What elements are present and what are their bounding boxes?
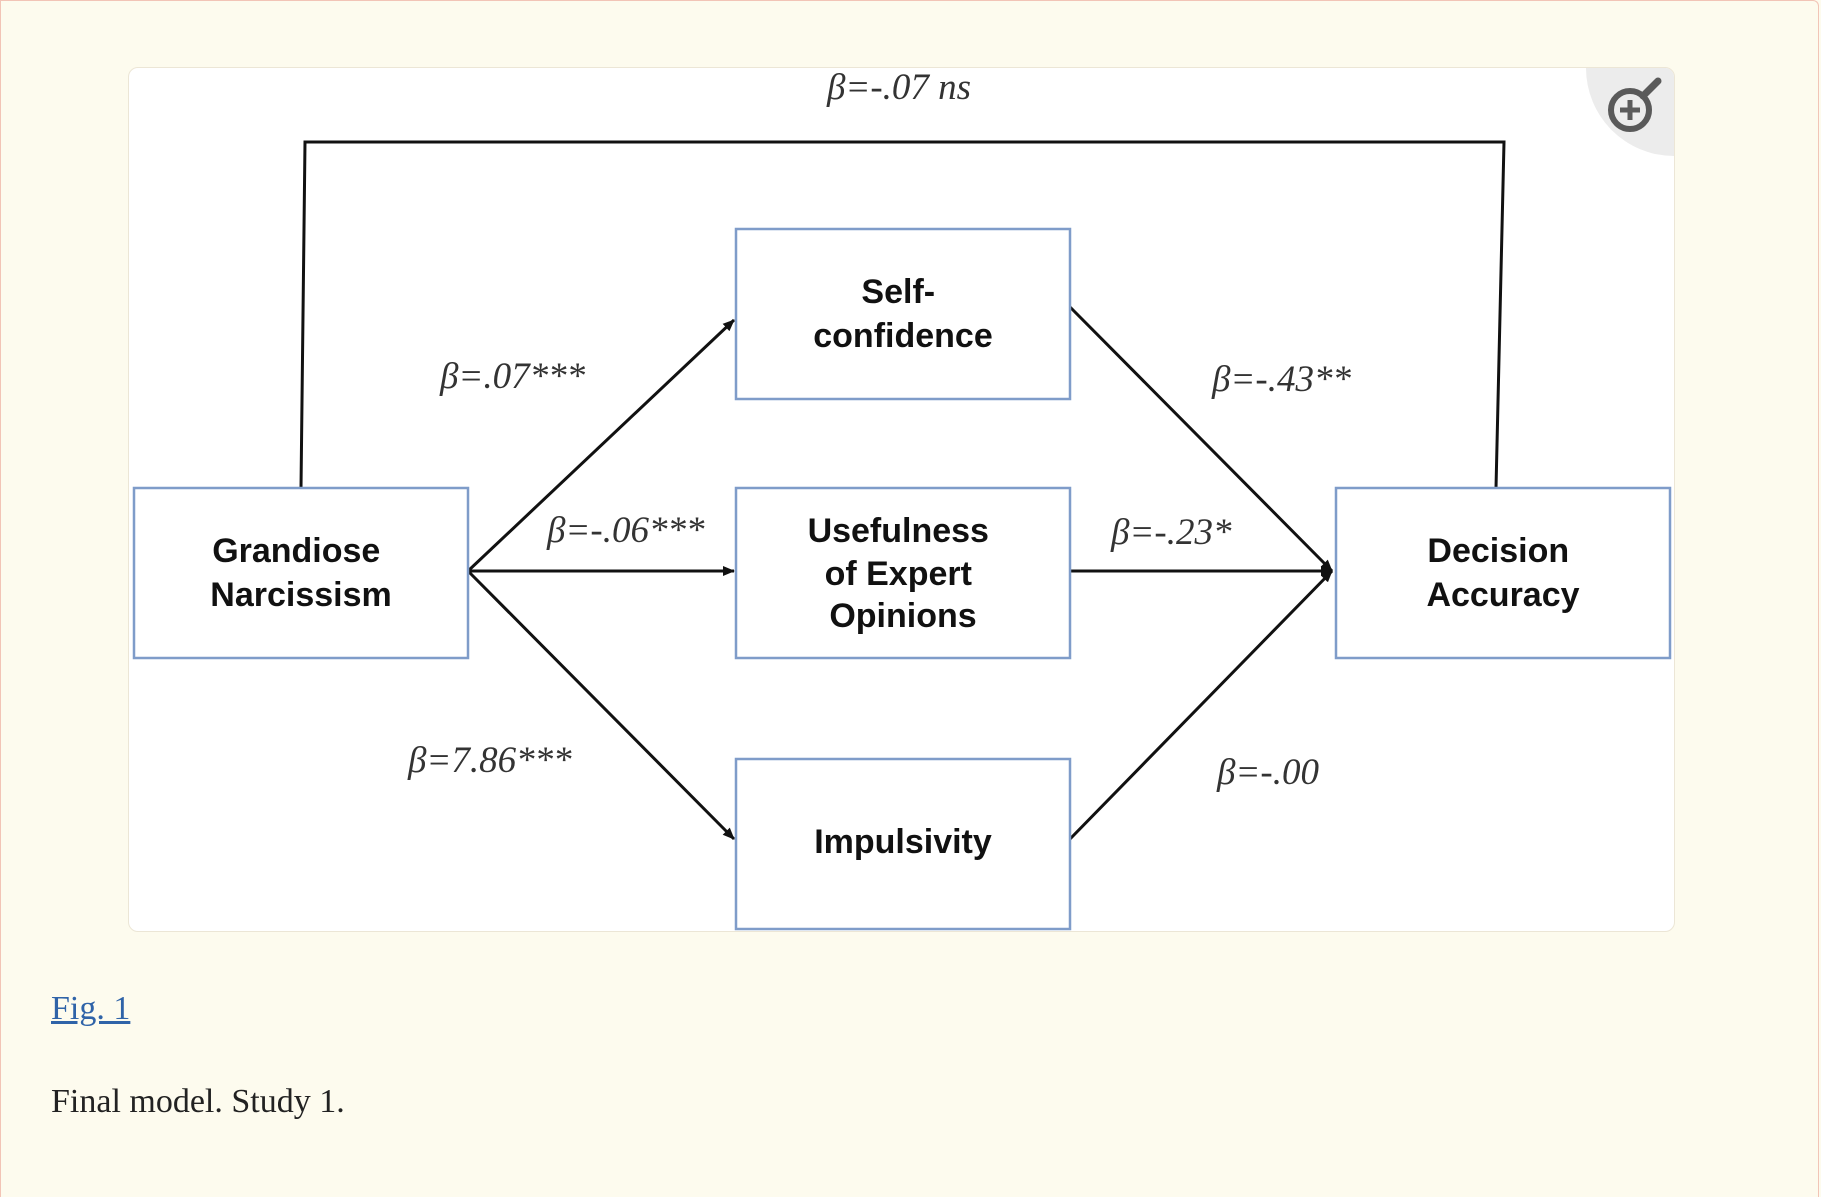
node-outcome-line-2: Accuracy — [1426, 576, 1579, 614]
path-label-b-middle: β=-.23* — [1110, 512, 1232, 553]
path-label-a-top: β=.07*** — [439, 356, 586, 397]
arrow-b-top — [1068, 305, 1334, 573]
node-predictor-line-2: Narcissism — [210, 576, 391, 614]
node-outcome-label: Decision Accuracy — [1426, 532, 1579, 614]
node-mediator-middle-box — [734, 486, 1072, 660]
node-mediator-bottom-box — [734, 757, 1072, 931]
node-mediator-top-line-2: confidence — [813, 317, 992, 355]
node-mediator-top-box — [734, 227, 1072, 401]
node-predictor-label: Grandiose Narcissism — [210, 532, 391, 614]
path-label-a-middle: β=-.06*** — [546, 510, 705, 551]
arrow-b-bottom — [1068, 569, 1334, 841]
node-mediator-top-line-1: Self- — [861, 273, 935, 311]
node-mediator-top-label: Self- confidence — [813, 273, 992, 355]
path-label-b-top: β=-.43** — [1211, 359, 1351, 400]
node-mediator-bottom-line-1: Impulsivity — [814, 823, 992, 861]
arrow-a-bottom — [466, 569, 736, 841]
node-outcome-box — [1334, 486, 1672, 660]
figure-caption: Final model. Study 1. — [51, 1083, 345, 1120]
node-predictor-box — [132, 486, 470, 660]
magnify-plus-icon — [1608, 77, 1662, 132]
node-mediator-middle-label: Usefulness of Expert Opinions — [808, 512, 999, 635]
figure-reference-link[interactable]: Fig. 1 — [51, 990, 131, 1027]
node-mediator-middle-line-1: Usefulness — [808, 512, 989, 550]
path-label-b-bottom: β=-.00 — [1216, 752, 1319, 793]
path-label-direct: β=-.07 ns — [826, 68, 971, 108]
direct-path-line — [299, 140, 1506, 489]
node-outcome-line-1: Decision — [1427, 532, 1569, 570]
arrow-a-top — [466, 318, 736, 573]
node-mediator-middle-line-3: Opinions — [829, 597, 976, 635]
figure-panel[interactable]: Grandiose Narcissism Self- confidence Us… — [128, 67, 1675, 932]
path-label-a-bottom: β=7.86*** — [407, 740, 572, 781]
node-predictor-line-1: Grandiose — [212, 532, 380, 570]
path-diagram: Grandiose Narcissism Self- confidence Us… — [132, 68, 1672, 931]
node-mediator-middle-line-2: of Expert — [825, 555, 972, 593]
node-mediator-bottom-label: Impulsivity — [814, 823, 992, 861]
